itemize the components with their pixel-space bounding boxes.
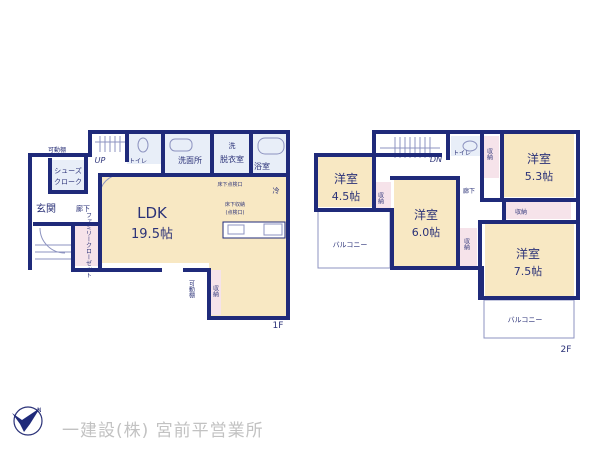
underfloor-storage-label-2: (点検口) <box>226 209 245 216</box>
shoe-cloak-label-2: クローク <box>54 178 82 186</box>
storage-2f-d-fill <box>506 202 571 219</box>
bathtub-icon <box>257 137 285 155</box>
western-b-fill <box>394 180 457 266</box>
toilet-icon-2f <box>462 140 478 152</box>
western-a-fill <box>318 157 372 207</box>
wall <box>390 176 460 270</box>
movable-shelf-label: 可動棚 <box>48 146 66 154</box>
floor-2: 洋室 4.5帖 洋室 6.0帖 洋室 5.3帖 洋室 7.5帖 収納 収納 収納… <box>314 130 580 355</box>
wall <box>71 173 102 272</box>
svg-text:N: N <box>37 407 42 414</box>
storage-1f-label: 収納 <box>212 285 219 298</box>
dressing-label: 脱衣室 <box>220 154 244 164</box>
storage-2f-d-label: 収納 <box>515 208 527 216</box>
ldk-label: LDK <box>137 204 168 222</box>
western-a-size: 4.5帖 <box>332 190 361 203</box>
compass-bird-logo: N <box>12 406 43 436</box>
underfloor-storage-label-1: 床下収納 <box>225 201 245 208</box>
western-a-label: 洋室 <box>334 171 358 186</box>
storage-2f-a-label: 収納 <box>377 192 384 205</box>
toilet-1f-label: トイレ <box>129 158 147 165</box>
genkan-label: 玄関 <box>36 202 56 215</box>
floor-1: LDK 19.5帖 玄関 廊下 シューズ クローク 可動棚 ファミリークローゼッ… <box>28 130 290 331</box>
western-c-size: 5.3帖 <box>525 170 554 183</box>
storage-2f-c-label: 収納 <box>486 148 493 161</box>
western-d-label: 洋室 <box>516 246 540 261</box>
toilet-1f-fill <box>127 134 161 164</box>
western-c-fill <box>502 134 574 197</box>
family-closet-fill <box>73 224 100 266</box>
wall <box>48 153 88 194</box>
stairs-2f <box>380 137 440 158</box>
floor-1-label: 1F <box>273 321 284 331</box>
storage-1f-fill <box>209 270 221 315</box>
washroom-fill <box>165 134 210 174</box>
stairs-dn-label: DN <box>430 155 442 164</box>
wall <box>28 130 290 320</box>
underfloor-hatch-label: 床下点検口 <box>217 181 242 188</box>
ldk-fill <box>100 175 286 263</box>
hallway-2f-label: 廊下 <box>463 187 475 195</box>
stairs-1f <box>35 136 125 260</box>
storage-2f-b-label: 収納 <box>463 238 470 251</box>
toilet-2f-fill <box>451 136 481 156</box>
shoe-cloak-fill <box>50 160 86 192</box>
company-name: 一建設(株) 宮前平営業所 <box>62 421 264 441</box>
floor-2-label: 2F <box>561 345 572 355</box>
kitchen-sink-icon <box>227 224 245 235</box>
wall <box>480 130 580 202</box>
shoe-cloak-label-1: シューズ <box>54 166 82 175</box>
balcony-right-label: バルコニー <box>508 316 543 324</box>
bath-label: 浴室 <box>254 161 270 171</box>
storage-2f-a-fill <box>375 182 391 212</box>
wall <box>314 130 580 300</box>
storage-2f-b-fill <box>459 228 477 266</box>
storage-2f-c-fill <box>484 136 499 178</box>
movable-shelf-side-label: 可動棚 <box>188 280 195 299</box>
washroom-label: 洗面所 <box>178 155 202 165</box>
hallway-1f-label: 廊下 <box>76 204 90 213</box>
stove-icon <box>263 223 283 236</box>
balcony-left-label: バルコニー <box>333 241 368 249</box>
balcony-left <box>317 209 391 269</box>
western-c-label: 洋室 <box>527 151 551 166</box>
family-closet-label: ファミリークローゼット <box>85 212 92 278</box>
western-d-fill <box>485 222 574 298</box>
ldk-size: 19.5帖 <box>131 227 173 242</box>
toilet-2f-label: トイレ <box>453 150 471 157</box>
sink-icon <box>169 138 193 152</box>
toilet-icon <box>137 137 149 153</box>
balcony-right <box>483 299 575 339</box>
fridge-label: 冷 <box>273 186 280 195</box>
western-b-label: 洋室 <box>414 207 438 222</box>
western-b-size: 6.0帖 <box>412 226 441 239</box>
ldk-fill-lower <box>209 263 286 318</box>
washer-label: 洗 <box>229 141 236 150</box>
stairs-up-label: UP <box>95 156 106 165</box>
dressing-fill <box>214 134 250 174</box>
western-d-size: 7.5帖 <box>514 265 543 278</box>
